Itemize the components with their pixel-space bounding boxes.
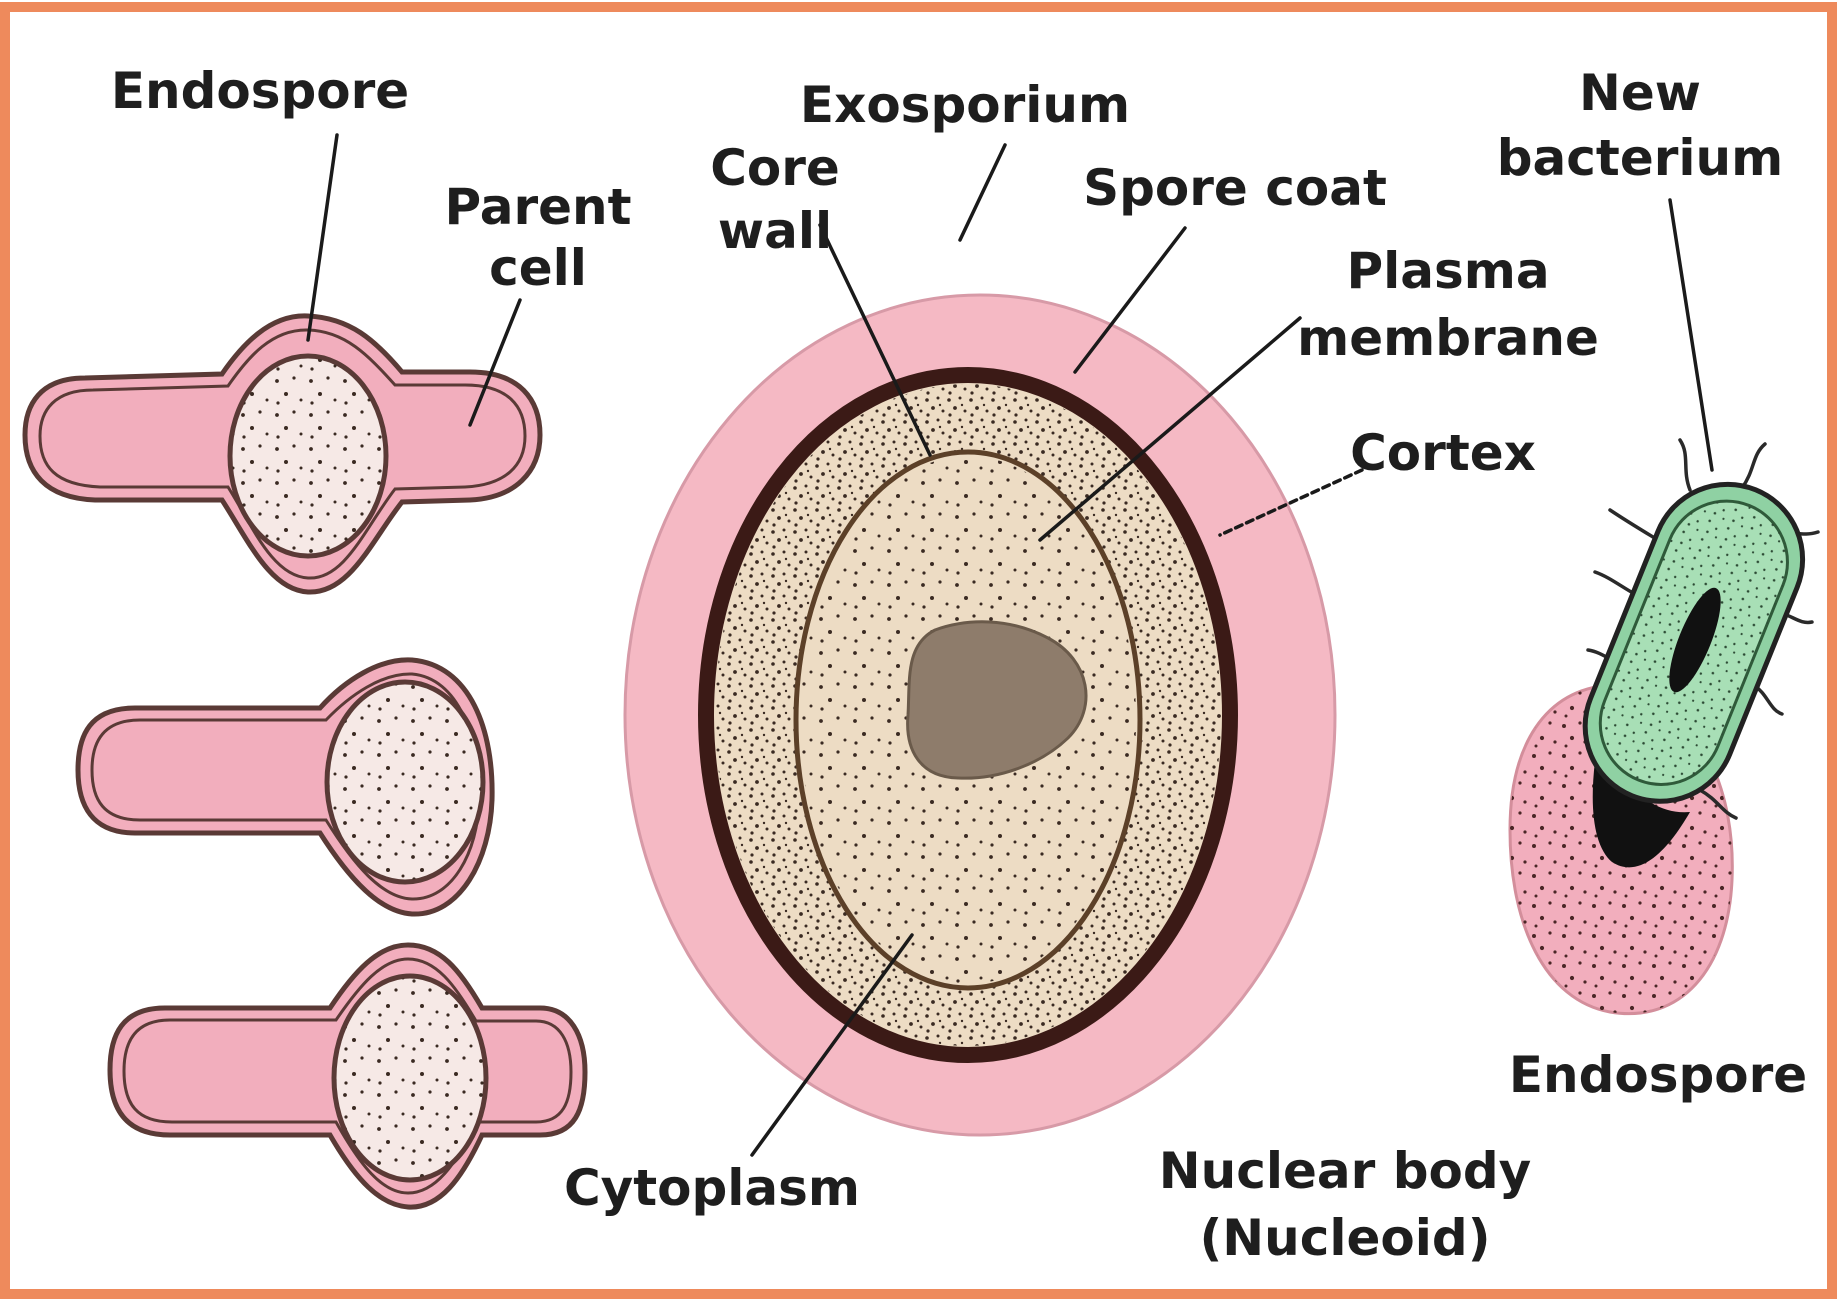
label-core-wall-line1: Core: [710, 139, 840, 197]
label-cytoplasm: Cytoplasm: [564, 1159, 860, 1217]
label-core-wall-line2: wall: [718, 202, 832, 260]
label-parent-cell-line1: Parent: [444, 178, 631, 236]
label-new-bacterium-line2: bacterium: [1497, 129, 1783, 187]
endospore-1-stipple: [232, 358, 384, 554]
endospore-3-stipple: [336, 978, 484, 1178]
label-nuclear-body-line2: (Nucleoid): [1199, 1209, 1490, 1267]
label-endospore-left: Endospore: [111, 62, 409, 120]
label-cortex: Cortex: [1350, 424, 1536, 482]
label-parent-cell-line2: cell: [489, 239, 587, 297]
endospore-2-stipple: [329, 684, 481, 880]
label-exosporium: Exosporium: [800, 76, 1130, 134]
endospore-cross-section: [625, 295, 1335, 1135]
label-plasma-membrane-line2: membrane: [1297, 309, 1599, 367]
label-nuclear-body-line1: Nuclear body: [1159, 1142, 1531, 1200]
label-plasma-membrane-line1: Plasma: [1346, 242, 1549, 300]
label-new-bacterium-line1: New: [1579, 64, 1701, 122]
label-endospore-right: Endospore: [1509, 1046, 1807, 1104]
label-spore-coat: Spore coat: [1083, 159, 1387, 217]
